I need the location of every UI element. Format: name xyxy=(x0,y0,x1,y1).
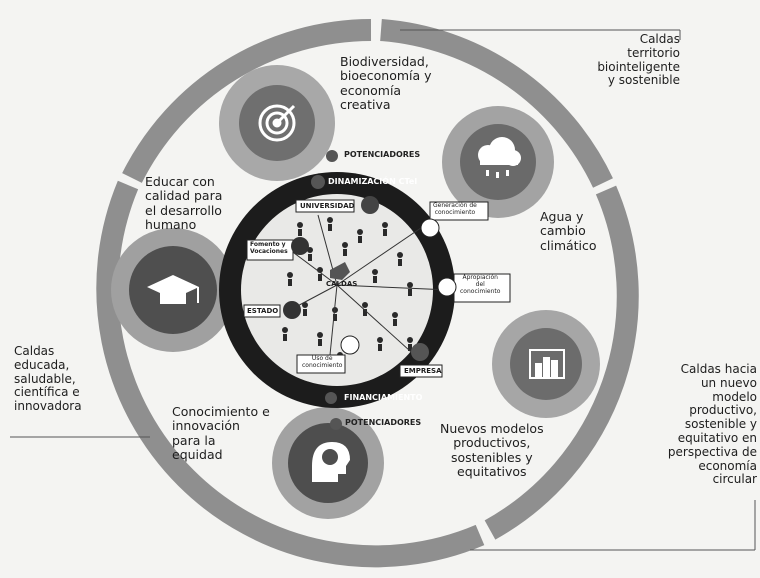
gear-icon-dinamizacion xyxy=(311,175,325,189)
gear-icon-financiamiento xyxy=(325,392,337,404)
financiamiento-label: FINANCIAMIENTO xyxy=(344,393,423,402)
outer-ring xyxy=(96,19,639,568)
node-universidad-box xyxy=(295,199,355,213)
graduation-cap-icon xyxy=(147,275,199,304)
gear-icons xyxy=(311,150,342,430)
uso-label: Uso de conocimiento xyxy=(302,355,343,369)
estado-label: ESTADO xyxy=(247,307,279,315)
node-fomento-icon xyxy=(291,237,309,255)
outer-ring-segment-bottom-left xyxy=(96,180,485,568)
outer-ring-segment-top-left xyxy=(122,19,372,183)
theme-educar-label: Educar con calidad para el desarrollo hu… xyxy=(145,174,223,233)
node-apropiacion-icon xyxy=(437,277,457,297)
empresa-label: EMPRESA xyxy=(404,367,442,375)
outer-label-left: Caldas educada, saludable, científica e … xyxy=(14,344,82,414)
fomento-label: Fomento y Vocaciones xyxy=(250,241,288,255)
brain-head-icon xyxy=(312,442,350,482)
node-estado-box xyxy=(243,304,281,318)
outer-ring-segment-top-right xyxy=(380,19,613,188)
node-uso-icon xyxy=(340,335,360,355)
apropiacion-label: Apropiación del conocimiento xyxy=(460,274,501,295)
generacion-label: Generación de conocimiento xyxy=(433,202,477,216)
gear-icon-bottom xyxy=(330,418,342,430)
center-nodes xyxy=(243,196,511,378)
dinamizacion-label: DINAMIZACIÓN CTeI xyxy=(328,177,418,186)
node-empresa-icon xyxy=(411,343,429,361)
outer-ring-segment-right xyxy=(484,185,639,540)
theme-conocimiento-label: Conocimiento e innovación para la equida… xyxy=(172,404,270,463)
caldas-label: CALDAS xyxy=(326,280,358,288)
node-uso-box xyxy=(296,354,346,374)
outer-label-top-right: Caldas territorio biointeligente y soste… xyxy=(597,32,680,88)
node-universidad-icon xyxy=(361,196,379,214)
node-empresa-box xyxy=(399,364,443,378)
rain-cloud-icon xyxy=(478,137,521,178)
caldas-hub-icon xyxy=(330,262,350,280)
bar-chart-icon xyxy=(529,349,565,379)
target-icon xyxy=(258,104,296,142)
potenciadores-bottom-label: POTENCIADORES xyxy=(345,418,422,427)
universidad-label: UNIVERSIDAD xyxy=(300,202,355,210)
gear-icon-top xyxy=(326,150,338,162)
node-estado-icon xyxy=(283,301,301,319)
connector-lines xyxy=(10,29,756,551)
outer-label-right: Caldas hacia un nuevo modelo productivo,… xyxy=(667,362,757,487)
theme-biodiversidad-label: Biodiversidad, bioeconomía y economía cr… xyxy=(340,54,432,113)
theme-nuevos-modelos-label: Nuevos modelos productivos, sostenibles … xyxy=(440,421,544,480)
potenciadores-top-label: POTENCIADORES xyxy=(344,150,421,159)
node-generacion-box xyxy=(429,201,489,221)
theme-agua-label: Agua y cambio climático xyxy=(540,209,597,253)
node-generacion-icon xyxy=(420,218,440,238)
